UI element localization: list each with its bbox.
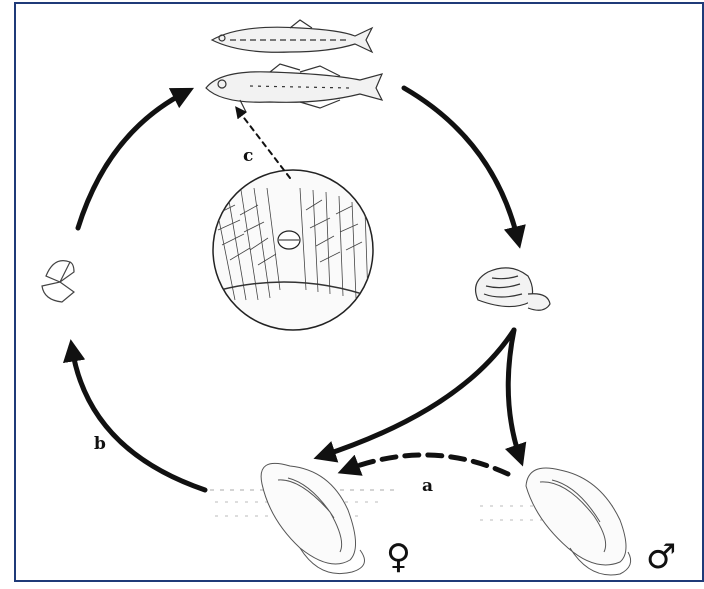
arrow-gill-to-fish-dashed	[235, 106, 291, 179]
arrow-female-to-glochidium	[62, 339, 208, 493]
arrow-fish-to-juvenile	[401, 85, 526, 249]
female-symbol: ♀	[386, 537, 411, 577]
label-b: b	[94, 434, 106, 454]
female-mussel	[210, 462, 400, 575]
label-c: c	[243, 146, 254, 166]
gill-magnification	[212, 169, 374, 331]
male-mussel	[480, 467, 632, 576]
male-symbol: ♂	[646, 537, 677, 577]
arrow-male-to-female-dashed	[337, 452, 511, 477]
glochidium	[41, 260, 75, 303]
cycle-arrows	[62, 85, 527, 493]
arrow-juvenile-to-male	[504, 327, 527, 467]
arrow-juvenile-to-female	[313, 327, 517, 463]
arrow-glochidium-to-fish	[75, 87, 195, 231]
juvenile-mussel	[475, 267, 551, 311]
host-fish-lower	[205, 63, 384, 113]
host-fish-upper	[210, 19, 374, 54]
label-a: a	[422, 476, 434, 496]
